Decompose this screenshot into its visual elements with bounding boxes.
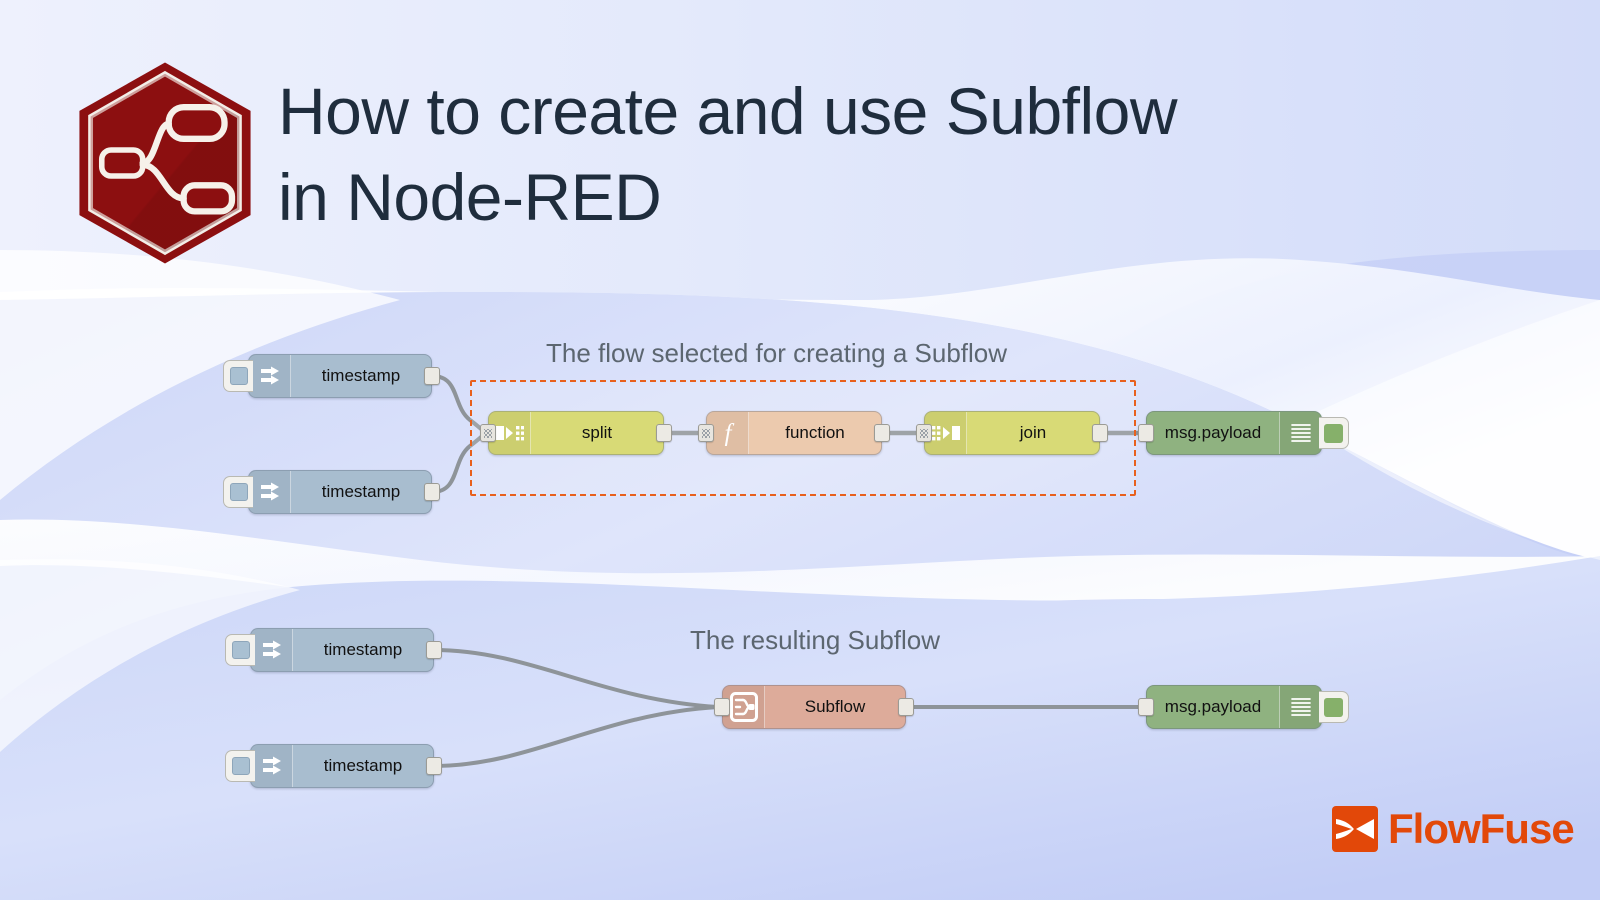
inject-arrow-icon bbox=[251, 629, 293, 671]
flowfuse-wordmark: FlowFuse bbox=[1388, 805, 1575, 852]
node-label: timestamp bbox=[323, 640, 403, 659]
node-label: msg.payload bbox=[1164, 423, 1262, 442]
poster-header: How to create and use Subflow in Node-RE… bbox=[0, 0, 1600, 280]
output-port[interactable] bbox=[874, 424, 890, 442]
input-port[interactable] bbox=[916, 424, 932, 442]
node-label: split bbox=[581, 423, 613, 442]
input-port[interactable] bbox=[1138, 698, 1154, 716]
node-debug-2[interactable]: msg.payload bbox=[1138, 685, 1349, 729]
node-inject-timestamp-2[interactable]: timestamp bbox=[223, 470, 440, 514]
output-port[interactable] bbox=[426, 757, 442, 775]
svg-text:f: f bbox=[724, 420, 734, 446]
debug-lines-icon bbox=[1279, 686, 1321, 728]
caption-flow-selected: The flow selected for creating a Subflow bbox=[546, 338, 1008, 368]
node-debug-1[interactable]: msg.payload bbox=[1138, 411, 1349, 455]
output-port[interactable] bbox=[426, 641, 442, 659]
node-label: msg.payload bbox=[1164, 697, 1262, 716]
input-port[interactable] bbox=[480, 424, 496, 442]
input-port[interactable] bbox=[1138, 424, 1154, 442]
inject-trigger-button[interactable] bbox=[225, 634, 255, 666]
debug-lines-icon bbox=[1279, 412, 1321, 454]
input-port[interactable] bbox=[698, 424, 714, 442]
page-title-line1: How to create and use Subflow bbox=[278, 74, 1178, 148]
node-join[interactable]: join bbox=[916, 411, 1108, 455]
inject-arrow-icon bbox=[249, 471, 291, 513]
node-subflow[interactable]: Subflow bbox=[714, 685, 914, 729]
node-function[interactable]: f function bbox=[698, 411, 890, 455]
node-inject-timestamp-1[interactable]: timestamp bbox=[223, 354, 440, 398]
output-port[interactable] bbox=[656, 424, 672, 442]
split-icon bbox=[489, 412, 531, 454]
join-icon bbox=[925, 412, 967, 454]
output-port[interactable] bbox=[1092, 424, 1108, 442]
node-label: Subflow bbox=[804, 697, 866, 716]
debug-enable-toggle[interactable] bbox=[1319, 691, 1349, 723]
inject-trigger-button[interactable] bbox=[223, 360, 253, 392]
output-port[interactable] bbox=[424, 367, 440, 385]
output-port[interactable] bbox=[898, 698, 914, 716]
flowfuse-branding: FlowFuse bbox=[1332, 805, 1575, 852]
node-split[interactable]: split bbox=[480, 411, 672, 455]
output-port[interactable] bbox=[424, 483, 440, 501]
function-f-icon: f bbox=[707, 412, 749, 454]
node-red-hexagon-logo bbox=[79, 62, 251, 264]
node-inject-timestamp-4[interactable]: timestamp bbox=[225, 744, 442, 788]
node-label: join bbox=[1019, 423, 1047, 442]
input-port[interactable] bbox=[714, 698, 730, 716]
node-inject-timestamp-3[interactable]: timestamp bbox=[225, 628, 442, 672]
node-label: timestamp bbox=[321, 366, 401, 385]
page-title-line2: in Node-RED bbox=[278, 160, 662, 234]
caption-resulting-subflow: The resulting Subflow bbox=[690, 625, 941, 655]
debug-enable-toggle[interactable] bbox=[1319, 417, 1349, 449]
subflow-icon bbox=[723, 686, 765, 728]
inject-trigger-button[interactable] bbox=[225, 750, 255, 782]
node-label: timestamp bbox=[323, 756, 403, 775]
inject-arrow-icon bbox=[251, 745, 293, 787]
node-label: timestamp bbox=[321, 482, 401, 501]
page-title: How to create and use Subflow in Node-RE… bbox=[278, 68, 1458, 240]
inject-arrow-icon bbox=[249, 355, 291, 397]
inject-trigger-button[interactable] bbox=[223, 476, 253, 508]
node-label: function bbox=[785, 423, 845, 442]
flowfuse-mark-icon bbox=[1332, 806, 1378, 852]
